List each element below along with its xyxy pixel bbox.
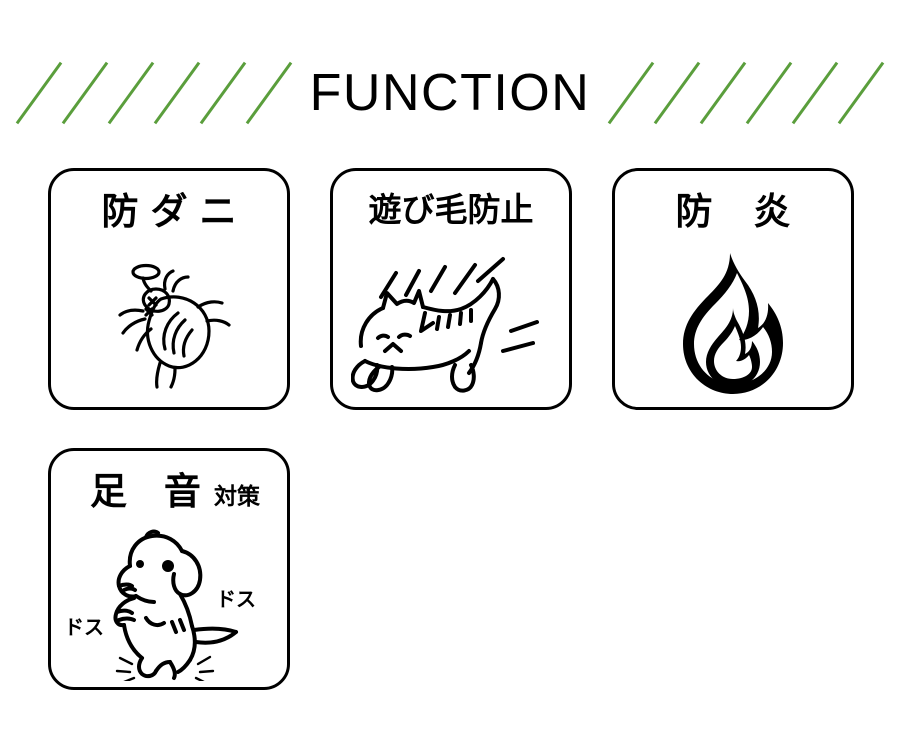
page-title: FUNCTION (309, 64, 591, 122)
sfx-left-label: ドス (64, 615, 104, 639)
card-title-main: 遊び毛防止 (368, 190, 534, 229)
stripe-icon (838, 63, 884, 123)
sfx-right-label: ドス (216, 587, 256, 611)
function-card-flame-retardant[interactable]: 防 炎 (612, 168, 854, 410)
page-header: FUNCTION (0, 54, 900, 132)
stretching-cat-icon (351, 251, 551, 396)
stripe-icon (154, 63, 200, 123)
card-title-main: 防 炎 (675, 190, 805, 233)
card-illustration: ドス ドス (51, 519, 287, 687)
card-title-main: 防ダニ (101, 190, 249, 233)
stripe-icon (700, 63, 746, 123)
stripe-icon (16, 63, 62, 123)
stripe-icon (62, 63, 108, 123)
flame-icon (673, 251, 793, 396)
stripe-icon (246, 63, 292, 123)
function-card-footstep-noise[interactable]: 足 音 対策 (48, 448, 290, 690)
card-illustration (615, 239, 851, 407)
card-illustration (333, 239, 569, 407)
card-title-main: 足 音 (90, 470, 213, 513)
decorative-stripes-left (16, 63, 292, 123)
stripe-icon (200, 63, 246, 123)
card-illustration (51, 239, 287, 407)
stripe-icon (608, 63, 654, 123)
decorative-stripes-right (608, 63, 884, 123)
function-card-grid: 防ダニ (48, 168, 858, 690)
function-card-anti-fuzzing[interactable]: 遊び毛防止 (330, 168, 572, 410)
stripe-icon (108, 63, 154, 123)
card-title: 足 音 対策 (78, 473, 260, 519)
card-title: 遊び毛防止 (369, 193, 534, 239)
stripe-icon (654, 63, 700, 123)
stripe-icon (746, 63, 792, 123)
stripe-icon (792, 63, 838, 123)
card-title-sub: 対策 (213, 484, 260, 510)
function-card-anti-mite[interactable]: 防ダニ (48, 168, 290, 410)
card-title: 防ダニ (90, 193, 249, 239)
card-title: 防 炎 (662, 193, 805, 239)
jumping-dog-icon: ドス ドス (62, 526, 277, 681)
dead-mite-icon (99, 253, 239, 393)
